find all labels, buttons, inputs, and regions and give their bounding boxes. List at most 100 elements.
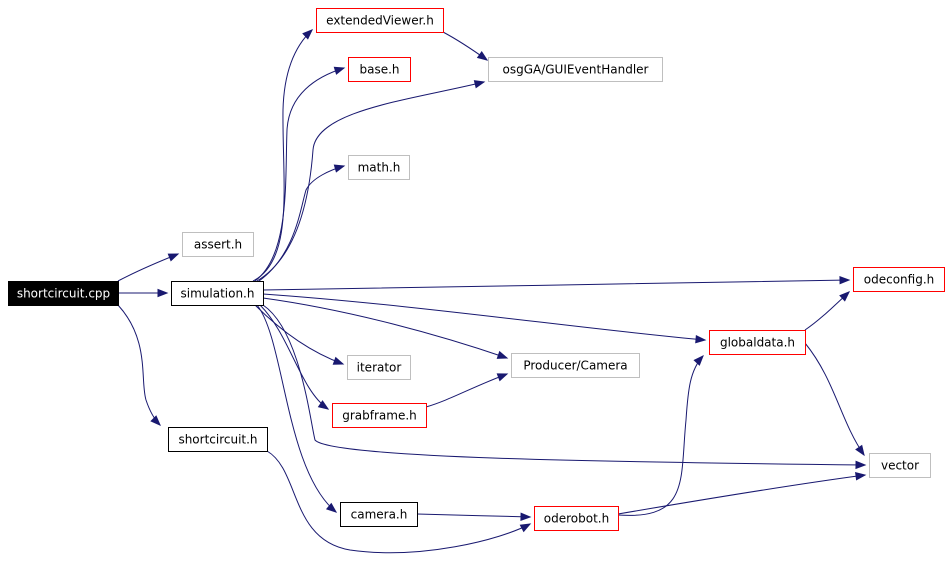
edge-arrowhead: [333, 164, 346, 173]
edge-arrowhead: [693, 354, 704, 366]
edge-arrowhead: [473, 80, 486, 89]
node-box: [348, 57, 411, 82]
node-label: shortcircuit.h: [178, 433, 257, 447]
node-label: base.h: [359, 63, 399, 77]
edge-line: [617, 474, 866, 515]
edge-shortcircuit_h-to-oderobot_h: [266, 450, 532, 554]
edge-extendedViewer_h-to-osgGA_GUIEventHandler: [442, 31, 489, 61]
edges-layer: [117, 29, 867, 554]
node-label: assert.h: [194, 238, 242, 252]
edge-simulation_h-to-producer_camera: [262, 297, 509, 359]
edge-line: [266, 450, 531, 554]
edge-line: [416, 513, 531, 518]
node-globaldata-h[interactable]: globaldata.h: [709, 330, 806, 355]
node-camera-h[interactable]: camera.h: [340, 502, 418, 527]
edge-arrowhead: [157, 288, 169, 298]
node-label: shortcircuit.cpp: [17, 287, 110, 301]
node-box: [340, 502, 418, 527]
node-extendedViewer-h[interactable]: extendedViewer.h: [316, 8, 444, 33]
edge-grabframe_h-to-producer_camera: [425, 373, 509, 408]
node-label: iterator: [357, 361, 402, 375]
edge-line: [254, 67, 345, 282]
node-box: [171, 281, 264, 306]
node-box: [168, 427, 268, 452]
edge-line: [262, 279, 850, 291]
edge-simulation_h-to-globaldata_h: [262, 293, 707, 344]
edge-line: [617, 355, 704, 516]
edge-line: [425, 373, 508, 408]
node-box: [534, 506, 619, 531]
node-box: [511, 353, 640, 378]
edge-line: [262, 297, 508, 359]
node-label: extendedViewer.h: [326, 14, 434, 28]
edge-arrowhead: [302, 29, 314, 40]
edge-oderobot_h-to-vector: [617, 472, 867, 515]
node-assert-h[interactable]: assert.h: [182, 232, 254, 257]
node-label: oderobot.h: [544, 512, 609, 526]
edge-arrowhead: [325, 502, 338, 513]
nodes-layer: shortcircuit.cpp assert.h simulation.h shor…: [8, 8, 945, 531]
node-label: Producer/Camera: [523, 359, 627, 373]
edge-simulation_h-to-grabframe_h: [259, 304, 330, 410]
edge-simulation_h-to-osgGA_GUIEventHandler: [256, 80, 486, 282]
edge-line: [256, 81, 485, 282]
edge-simulation_h-to-odeconfig_h: [262, 275, 851, 291]
edge-line: [256, 304, 337, 513]
node-box: [709, 330, 806, 355]
node-shortcircuit-cpp[interactable]: shortcircuit.cpp: [8, 281, 119, 306]
node-base-h[interactable]: base.h: [348, 57, 411, 82]
node-simulation-h[interactable]: simulation.h: [171, 281, 264, 306]
node-producer-camera[interactable]: Producer/Camera: [511, 353, 640, 378]
edge-arrowhead: [317, 400, 330, 410]
edge-camera_h-to-oderobot_h: [416, 512, 532, 521]
node-osgGA-GUIEventHandler[interactable]: osgGA/GUIEventHandler: [488, 57, 663, 82]
edge-simulation_h-to-extendedViewer_h: [252, 29, 314, 282]
node-label: osgGA/GUIEventHandler: [502, 63, 648, 77]
node-label: odeconfig.h: [864, 273, 934, 287]
edge-line: [262, 293, 706, 341]
node-odeconfig-h[interactable]: odeconfig.h: [853, 267, 945, 292]
node-oderobot-h[interactable]: oderobot.h: [534, 506, 619, 531]
node-box: [869, 453, 931, 478]
node-label: globaldata.h: [720, 336, 795, 350]
node-label: grabframe.h: [342, 409, 417, 423]
edge-simulation_h-to-iterator: [254, 304, 345, 365]
node-box: [8, 281, 119, 306]
node-label: vector: [881, 459, 919, 473]
node-box: [853, 267, 945, 292]
node-math-h[interactable]: math.h: [348, 155, 410, 180]
node-label: camera.h: [351, 508, 408, 522]
node-box: [332, 403, 427, 428]
node-shortcircuit-h[interactable]: shortcircuit.h: [168, 427, 268, 452]
edge-shortcircuit_cpp-to-shortcircuit_h: [117, 304, 161, 426]
edge-arrowhead: [150, 415, 161, 426]
edge-arrowhead: [332, 356, 345, 365]
edge-arrowhead: [167, 253, 180, 262]
edge-line: [262, 304, 866, 466]
edge-arrowhead: [496, 350, 509, 359]
edge-arrowhead: [855, 472, 867, 481]
edge-line: [254, 304, 344, 365]
node-grabframe-h[interactable]: grabframe.h: [332, 403, 427, 428]
edge-arrowhead: [496, 373, 509, 382]
node-box: [182, 232, 254, 257]
edge-line: [258, 165, 345, 282]
edge-globaldata_h-to-vector: [804, 342, 865, 457]
node-iterator[interactable]: iterator: [347, 355, 411, 380]
node-vector[interactable]: vector: [869, 453, 931, 478]
edge-arrowhead: [855, 460, 867, 470]
edge-simulation_h-to-camera_h: [256, 304, 338, 513]
edge-line: [259, 304, 329, 410]
node-label: simulation.h: [181, 287, 255, 301]
edge-oderobot_h-to-globaldata_h: [617, 354, 704, 516]
edge-line: [252, 29, 313, 282]
edge-simulation_h-to-vector: [262, 304, 867, 470]
edge-simulation_h-to-base_h: [254, 66, 346, 282]
edge-arrowhead: [333, 66, 346, 75]
node-label: math.h: [358, 161, 401, 175]
edge-arrowhead: [476, 51, 489, 61]
edge-arrowhead: [695, 334, 707, 344]
edge-arrowhead: [839, 275, 851, 285]
